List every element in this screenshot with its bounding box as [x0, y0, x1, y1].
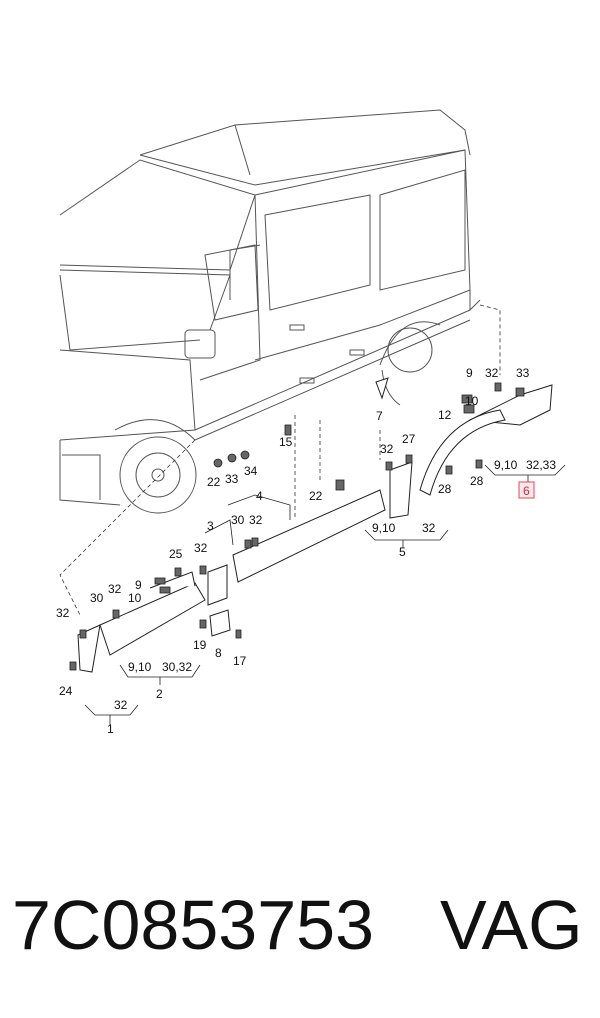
label-34: 34: [244, 464, 258, 478]
part-number: 7C0853753: [12, 886, 374, 964]
label-28a: 28: [438, 482, 452, 496]
label-12: 12: [438, 408, 452, 422]
label-3: 3: [207, 519, 214, 533]
label-8: 8: [215, 646, 222, 660]
part-2-trim-strip: [99, 582, 206, 656]
group-2-label-b: 30,32: [162, 660, 192, 674]
group-5-label-b: 32: [422, 521, 436, 535]
label-25: 25: [169, 547, 183, 561]
label-33a: 33: [225, 472, 239, 486]
part-5-corner-plate: [389, 461, 413, 519]
label-28b: 28: [470, 474, 484, 488]
label-22b: 22: [309, 489, 323, 503]
label-7: 7: [376, 409, 383, 423]
parts: [77, 377, 553, 673]
label-27: 27: [402, 432, 416, 446]
label-17: 17: [233, 654, 247, 668]
label-30b: 30: [231, 513, 245, 527]
label-5: 5: [399, 545, 406, 559]
label-6: 6: [523, 484, 530, 498]
label-10b: 10: [465, 394, 479, 408]
label-9a: 9: [135, 578, 142, 592]
group-brackets: [84, 464, 566, 725]
label-30a: 30: [90, 591, 104, 605]
group-5-label-a: 9,10: [372, 521, 396, 535]
group-1-label: 32: [114, 698, 128, 712]
label-32e: 32: [380, 442, 394, 456]
label-32f: 32: [485, 366, 499, 380]
group-2-label-a: 9,10: [128, 660, 152, 674]
label-32d: 32: [249, 513, 263, 527]
callouts: 1 2 3 4 5 6 7 8 9 9 10 10 12 15 17 19 22…: [56, 366, 556, 736]
footer-caption: 7C0853753 VAG: [0, 885, 600, 985]
label-32a: 32: [56, 606, 70, 620]
label-33b: 33: [516, 366, 530, 380]
leader-lines: [59, 304, 501, 616]
label-4: 4: [256, 489, 263, 503]
part-3-insert: [207, 564, 228, 606]
label-9b: 9: [466, 366, 473, 380]
part-4-trim-strip: [232, 489, 386, 583]
label-24: 24: [59, 684, 73, 698]
label-15: 15: [279, 435, 293, 449]
highlight-box-part-6: [518, 481, 535, 499]
group-6-label-a: 9,10: [494, 458, 518, 472]
label-1: 1: [107, 722, 114, 736]
brand-name: VAG: [440, 886, 583, 964]
group-6-label-b: 32,33: [526, 458, 556, 472]
part-12-arch-trim: [419, 409, 506, 496]
label-32c: 32: [194, 541, 208, 555]
fasteners: [69, 382, 525, 671]
label-32b: 32: [108, 582, 122, 596]
label-19: 19: [193, 638, 207, 652]
label-10a: 10: [128, 591, 142, 605]
label-2: 2: [156, 687, 163, 701]
van-illustration: [59, 109, 481, 514]
label-22a: 22: [207, 475, 221, 489]
